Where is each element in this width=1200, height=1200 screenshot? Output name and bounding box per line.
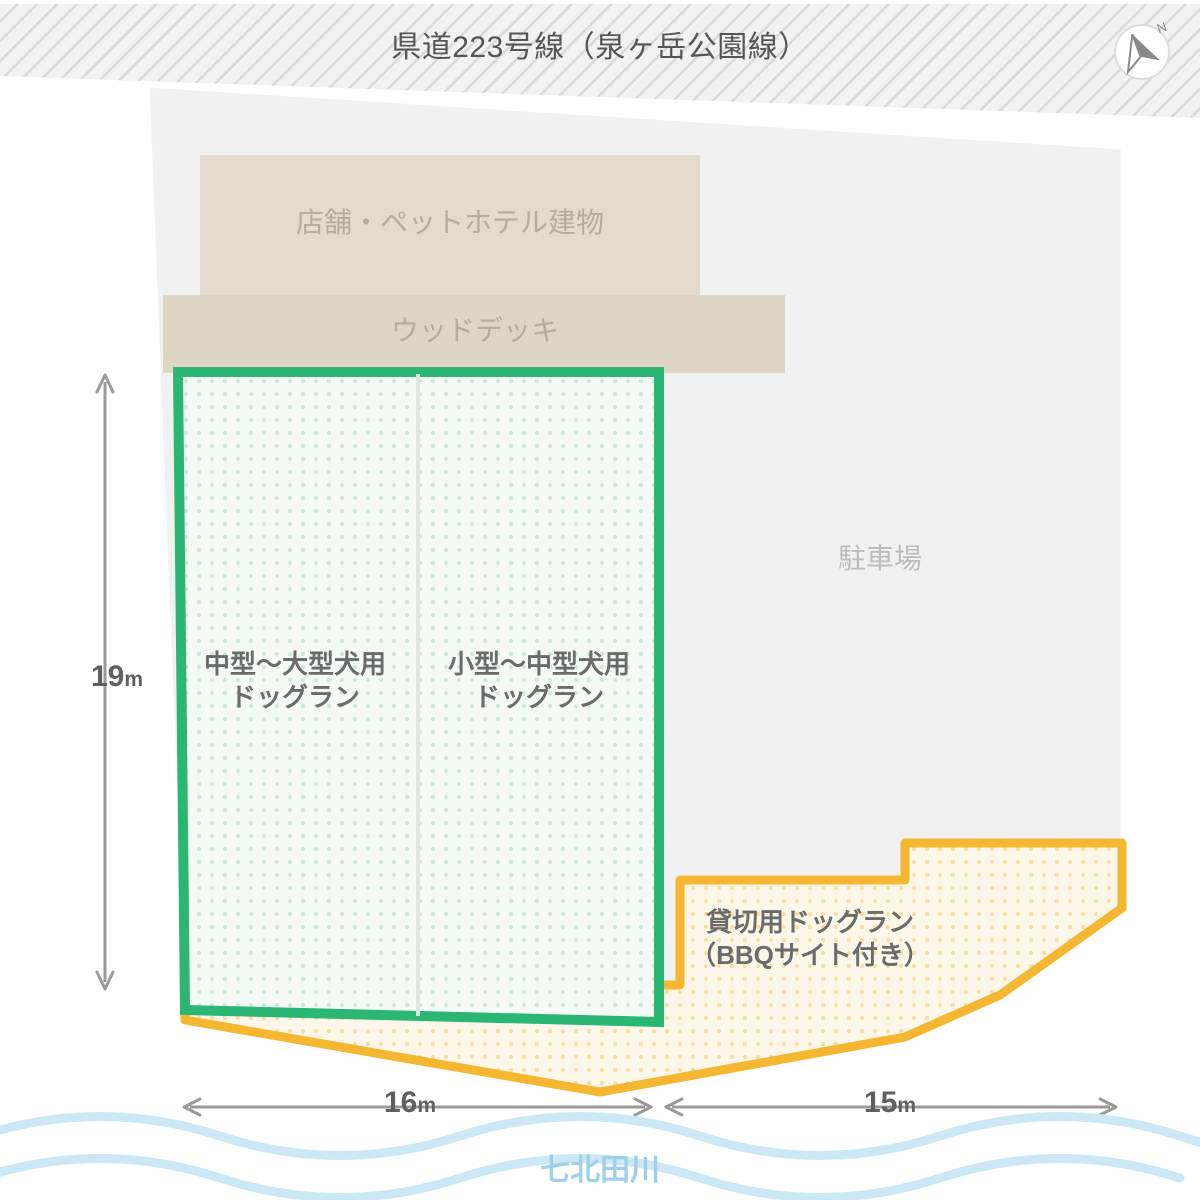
road-label: 県道223号線（泉ヶ岳公園線） (391, 31, 809, 64)
dimension-horizontal-left-unit: m (417, 1094, 437, 1117)
dimension-vertical-value: 19 (90, 660, 125, 693)
road-area (0, 0, 1200, 122)
dimension-horizontal-left (182, 1097, 653, 1117)
dimension-horizontal-left-label: 16m (340, 1086, 480, 1120)
dimension-horizontal-right-unit: m (897, 1094, 917, 1117)
dimension-vertical-label: 19m (72, 660, 162, 694)
compass-icon (1114, 24, 1170, 80)
wood-deck-area (163, 295, 785, 373)
river-label: 七北田川 (540, 1154, 660, 1187)
dimension-horizontal-right-value: 15 (863, 1086, 898, 1119)
dimension-vertical-unit: m (124, 668, 144, 691)
dimension-vertical (95, 373, 115, 991)
dimension-horizontal-left-value: 16 (383, 1086, 418, 1119)
river-area (0, 1112, 1200, 1200)
private-dog-run-area (180, 838, 1127, 1097)
building-area (200, 155, 700, 295)
dimension-horizontal-right-label: 15m (820, 1086, 960, 1120)
dog-run-area (172, 367, 664, 1028)
dimension-horizontal-right (664, 1097, 1118, 1117)
